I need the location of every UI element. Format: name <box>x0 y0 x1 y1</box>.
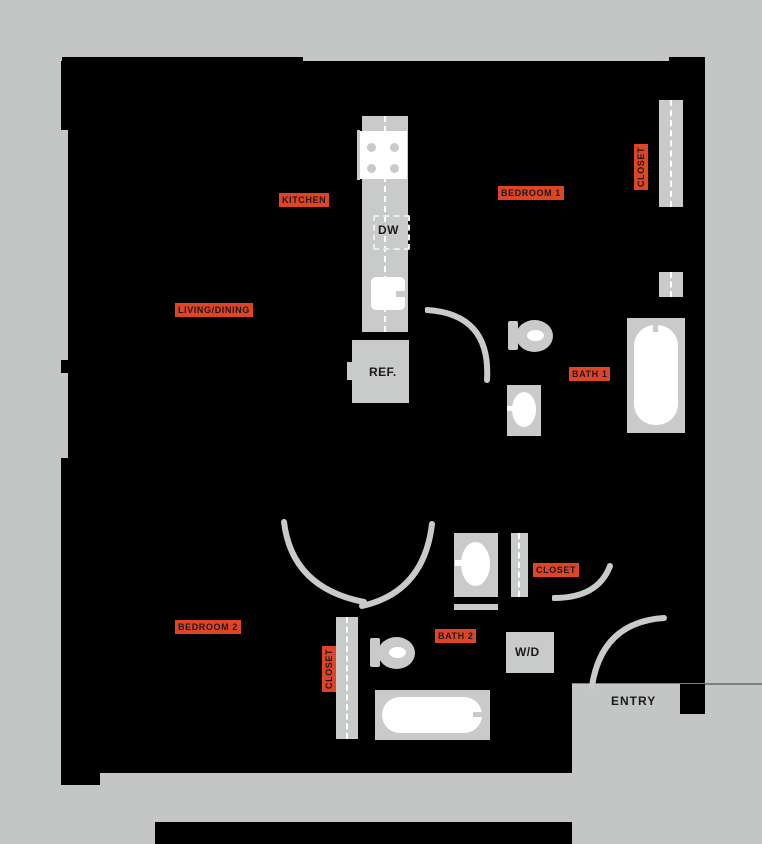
label-closet-right: CLOSET <box>634 143 648 190</box>
door-swing-bedroom-left <box>278 518 368 610</box>
refrigerator <box>352 340 409 403</box>
refrigerator-handle <box>347 362 352 380</box>
label-bath-1: BATH 1 <box>569 367 611 381</box>
plan-entry-floor <box>572 684 762 785</box>
closet-right-door-centerline <box>670 100 672 207</box>
label-bedroom-2: BEDROOM 2 <box>175 620 241 634</box>
entry-label: ENTRY <box>611 694 657 708</box>
cutout-bottom-band <box>100 785 762 822</box>
label-living-dining: LIVING/DINING <box>175 303 253 317</box>
plan-notch-bottom-left <box>61 773 100 785</box>
closet-bottom-door-centerline <box>346 617 348 739</box>
range-side-rail <box>357 130 360 180</box>
dishwasher <box>373 215 410 250</box>
window-top-left <box>61 57 62 61</box>
label-closet-mid: CLOSET <box>533 563 580 577</box>
burner-icon <box>390 164 399 173</box>
burner-icon <box>367 143 376 152</box>
kitchen-counter-centerline <box>384 116 386 332</box>
plan-body-entry-edge <box>680 684 705 714</box>
kitchen-sink-faucet <box>396 291 408 297</box>
door-swing-kitchen <box>425 300 503 385</box>
cutout-bottom-left-band <box>0 785 155 844</box>
label-bedroom-1: BEDROOM 1 <box>498 186 564 200</box>
plan-entry-divider <box>572 683 762 684</box>
bathtub-drain-bath-2 <box>473 712 483 717</box>
plan-entry-divider-2 <box>705 684 762 685</box>
toilet-bath-1-seat <box>527 330 544 341</box>
washer-dryer <box>506 632 554 673</box>
washer-dryer-label: W/D <box>515 645 540 659</box>
door-swing-closet-mid <box>552 562 614 604</box>
toilet-bath-1-tank <box>508 321 518 350</box>
toilet-bath-2-seat <box>389 647 406 658</box>
dishwasher-label: DW <box>378 223 399 237</box>
label-kitchen: KITCHEN <box>279 193 330 207</box>
closet-mid-door-centerline <box>518 533 520 597</box>
bathtub-basin-bath-1 <box>634 325 678 425</box>
window-left-lower <box>61 373 68 458</box>
door-swing-bedroom-right <box>358 520 438 612</box>
counter-above-washer <box>454 604 498 610</box>
label-closet-bottom: CLOSET <box>322 645 336 692</box>
refrigerator-label: REF. <box>369 365 397 379</box>
closet-right-door-lower-centerline <box>670 272 672 297</box>
bathtub-drain-bath-1 <box>653 323 658 332</box>
range-cooktop <box>359 131 407 179</box>
bathtub-basin-bath-2 <box>382 697 482 733</box>
vanity-faucet-bath-2 <box>455 560 467 566</box>
toilet-bath-2-tank <box>370 638 380 667</box>
burner-icon <box>390 143 399 152</box>
window-top <box>303 57 669 61</box>
window-left-upper <box>61 130 68 360</box>
vanity-faucet-bath-1 <box>507 406 517 411</box>
burner-icon <box>367 164 376 173</box>
label-bath-2: BATH 2 <box>435 629 477 643</box>
door-swing-entry <box>586 612 668 690</box>
